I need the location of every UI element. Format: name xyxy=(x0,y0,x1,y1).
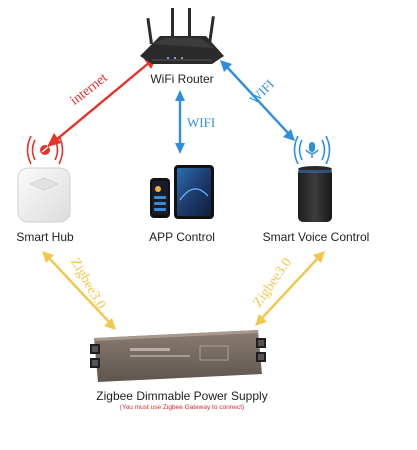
smart-hub-label: Smart Hub xyxy=(16,230,74,244)
zigbee-right-arrow xyxy=(255,251,325,326)
wifi-right-arrow xyxy=(220,60,295,141)
power-supply-note: (You must use Zigbee Gateway to connect) xyxy=(119,404,245,411)
power-supply-icon xyxy=(90,330,266,382)
phone-tablet-icon xyxy=(150,165,214,219)
wifi-center-label: WIFI xyxy=(187,115,216,130)
smart-hub-icon xyxy=(17,167,71,223)
zigbee-left-arrow xyxy=(42,251,116,330)
smart-speaker-icon xyxy=(298,166,332,222)
wifi-center-arrow xyxy=(175,90,185,154)
router-label: WiFi Router xyxy=(150,72,214,86)
voice-signal-icon xyxy=(293,135,331,165)
app-control-label: APP Control xyxy=(149,230,215,244)
power-supply-label: Zigbee Dimmable Power Supply xyxy=(96,389,268,403)
internet-arrow xyxy=(47,55,158,147)
voice-control-label: Smart Voice Control xyxy=(262,230,370,244)
wifi-signal-icon xyxy=(26,135,64,165)
router-icon xyxy=(140,8,224,64)
